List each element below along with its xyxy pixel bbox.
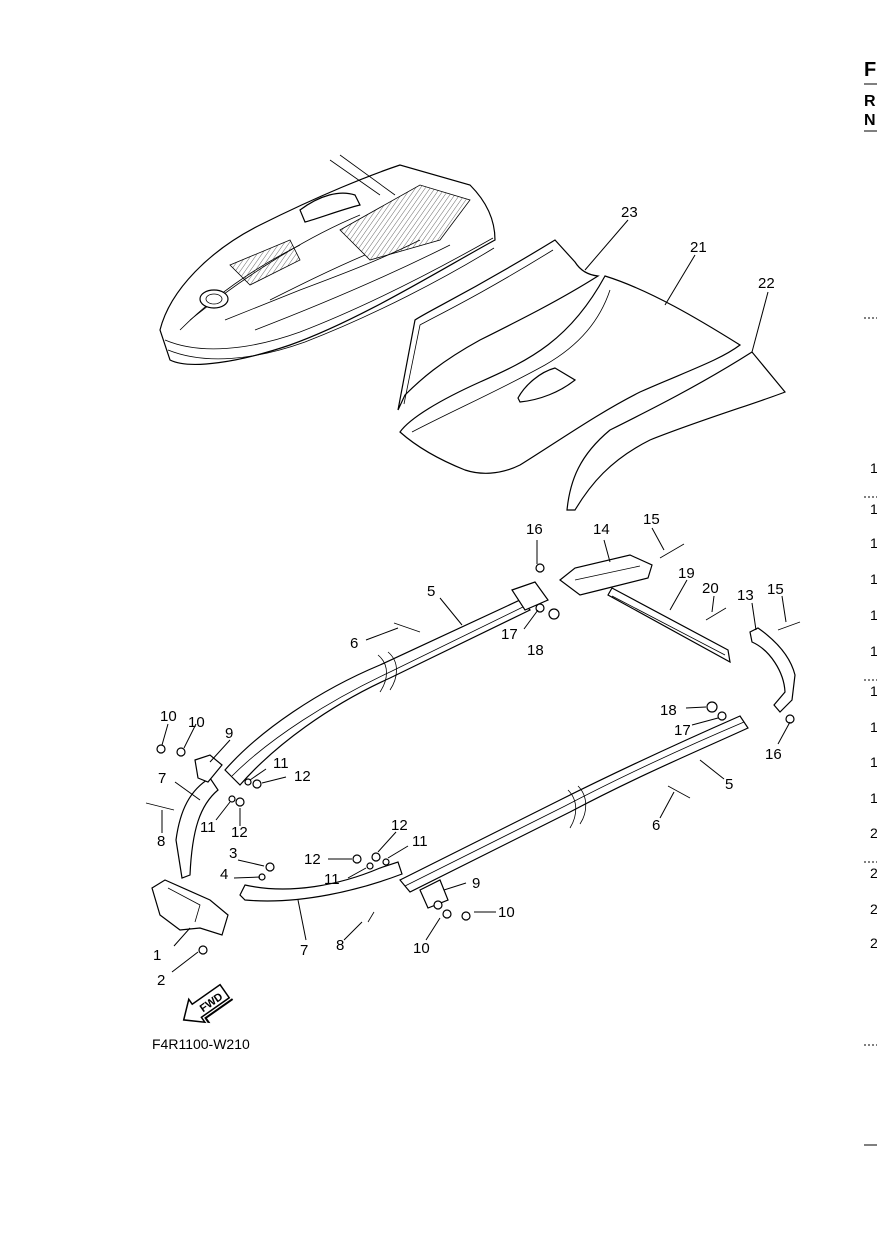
- edge-number: 2: [870, 865, 877, 881]
- header-letter-n: N: [864, 112, 876, 129]
- part-9-bracket: [194, 754, 223, 783]
- header-letter-f: F: [864, 59, 876, 81]
- edge-number: 1: [870, 683, 877, 699]
- callout-18: 18: [527, 642, 544, 659]
- edge-number: 1: [870, 643, 877, 659]
- watercraft-illustration: [159, 154, 496, 365]
- callout-12: 12: [231, 824, 248, 841]
- edge-number: 1: [870, 460, 877, 476]
- callout-11: 11: [273, 755, 289, 772]
- callout-11: 11: [324, 871, 340, 888]
- callout-9: 9: [472, 875, 480, 892]
- part-21-mat: [399, 275, 742, 474]
- callout-12: 12: [304, 851, 321, 868]
- callout-10: 10: [188, 714, 205, 731]
- edge-number: 1: [870, 501, 877, 517]
- edge-number: 1: [870, 719, 877, 735]
- part-14-bracket: [559, 554, 653, 596]
- hardware-group: [145, 543, 801, 955]
- leader-line: [584, 219, 629, 271]
- leader-line: [664, 254, 696, 306]
- part-5-rail-lower: [399, 715, 749, 893]
- callout-16: 16: [765, 746, 782, 763]
- edge-number: 1: [870, 790, 877, 806]
- callout-21: 21: [690, 239, 707, 256]
- part-7-trim-left: [175, 777, 219, 879]
- leader-lines: [161, 527, 791, 973]
- part-19-rail: [607, 587, 731, 664]
- callout-14: 14: [593, 521, 610, 538]
- part-13-bracket: [749, 627, 796, 713]
- callout-7: 7: [300, 942, 308, 959]
- edge-number: 1: [870, 535, 877, 551]
- callout-10: 10: [498, 904, 515, 921]
- callout-18: 18: [660, 702, 677, 719]
- callout-1: 1: [153, 947, 161, 964]
- callout-15: 15: [643, 511, 660, 528]
- part-plate: [511, 581, 549, 611]
- callout-11: 11: [200, 819, 216, 836]
- callout-10: 10: [413, 940, 430, 957]
- callout-5: 5: [725, 776, 733, 793]
- callout-19: 19: [678, 565, 695, 582]
- edge-number: 2: [870, 935, 877, 951]
- edge-number: 1: [870, 754, 877, 770]
- fwd-arrow-icon: FWD: [182, 983, 234, 1024]
- edge-number: 1: [870, 607, 877, 623]
- callout-15: 15: [767, 581, 784, 598]
- callout-13: 13: [737, 587, 754, 604]
- figure-code: F4R1100-W210: [152, 1036, 250, 1052]
- callout-4: 4: [220, 866, 228, 883]
- callout-11: 11: [412, 833, 428, 850]
- callout-17: 17: [501, 626, 518, 643]
- callout-23: 23: [621, 204, 638, 221]
- part-5-rail-upper: [224, 599, 532, 786]
- callout-8: 8: [157, 833, 165, 850]
- callout-6: 6: [350, 635, 358, 652]
- callout-5: 5: [427, 583, 435, 600]
- callout-20: 20: [702, 580, 719, 597]
- callout-2: 2: [157, 972, 165, 989]
- part-1-bumper: [151, 879, 229, 936]
- part-23-mat: [397, 239, 600, 411]
- part-9-bracket: [419, 879, 449, 909]
- edge-number: 1: [870, 571, 877, 587]
- part-22-mat: [566, 351, 786, 511]
- edge-number: 2: [870, 901, 877, 917]
- callout-8: 8: [336, 937, 344, 954]
- callout-10: 10: [160, 708, 177, 725]
- callout-16: 16: [526, 521, 543, 538]
- leader-line: [751, 291, 769, 353]
- callout-9: 9: [225, 725, 233, 742]
- callout-7: 7: [158, 770, 166, 787]
- header-letter-r: R: [864, 93, 876, 110]
- edge-number: 2: [870, 825, 877, 841]
- callout-12: 12: [294, 768, 311, 785]
- callout-3: 3: [229, 845, 237, 862]
- part-7-trim-lower: [239, 861, 403, 902]
- edge-number-column: 1 1 1 1 1 1 1 1 1 1 2 2 2 2: [864, 317, 877, 1146]
- callout-22: 22: [758, 275, 775, 292]
- callout-12: 12: [391, 817, 408, 834]
- callout-6: 6: [652, 817, 660, 834]
- callout-17: 17: [674, 722, 691, 739]
